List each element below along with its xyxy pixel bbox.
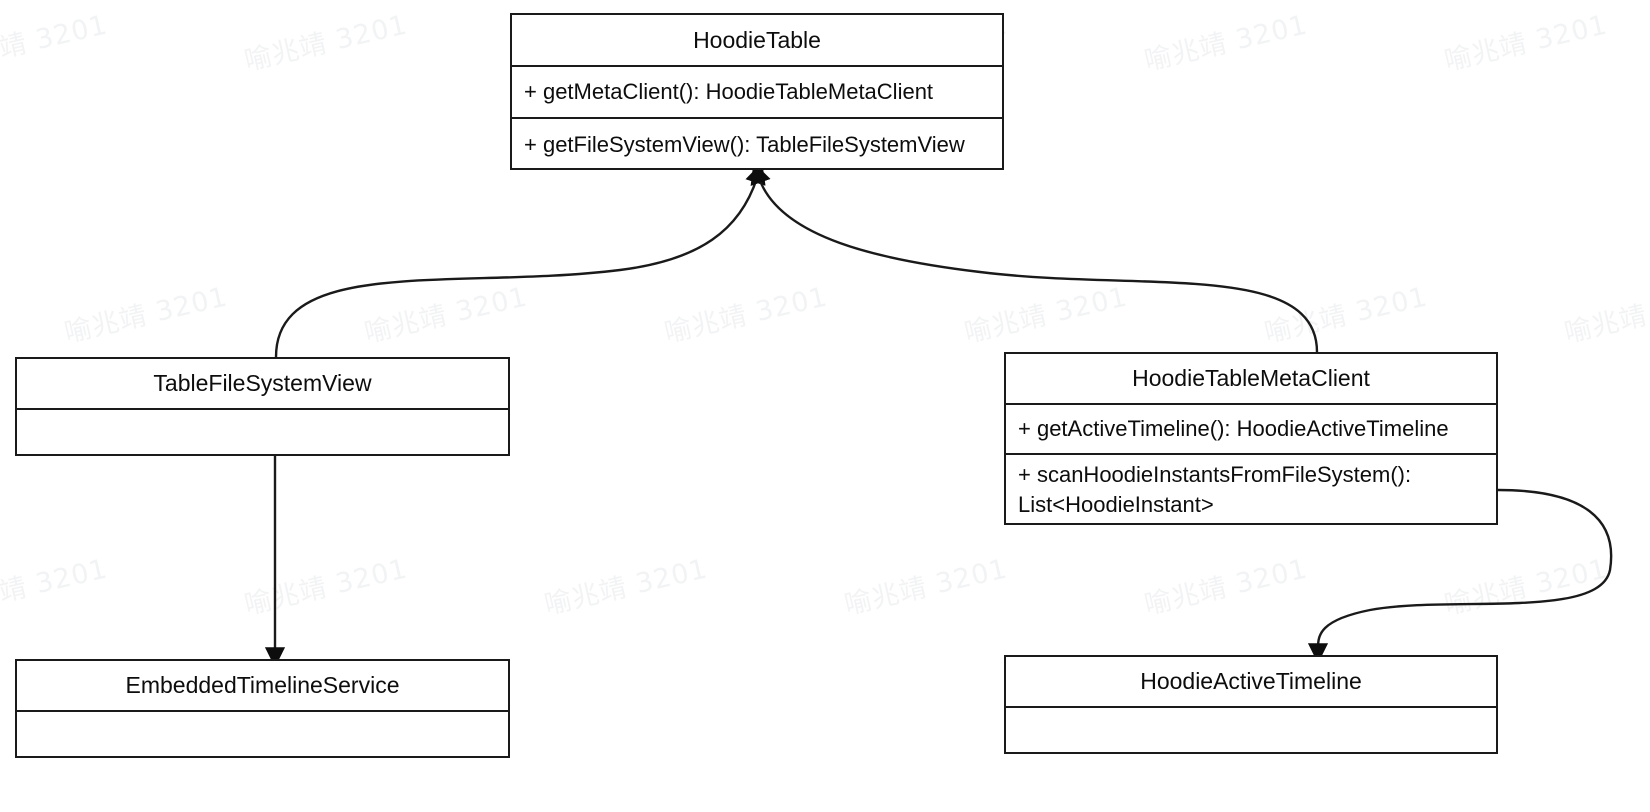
- empty-compartment: [17, 410, 508, 454]
- edge-tfsv-to-hoodietable: [274, 162, 766, 358]
- class-name-embedded-timeline-service: EmbeddedTimelineService: [17, 661, 508, 712]
- class-name-table-file-system-view: TableFileSystemView: [17, 359, 508, 410]
- class-member: + scanHoodieInstantsFromFileSystem(): Li…: [1018, 462, 1412, 517]
- uml-class-hoodie-table-meta-client[interactable]: HoodieTableMetaClient + getActiveTimeline…: [1004, 352, 1498, 525]
- empty-compartment: [17, 712, 508, 756]
- compartment-hoodie-table-0: + getMetaClient(): HoodieTableMetaClient: [512, 67, 1002, 117]
- class-member: + getFileSystemView(): TableFileSystemVi…: [524, 131, 965, 157]
- compartment-hoodie-table-1: + getFileSystemView(): TableFileSystemVi…: [512, 117, 1002, 168]
- uml-class-table-file-system-view[interactable]: TableFileSystemView: [15, 357, 510, 456]
- compartment-table-file-system-view-0: [17, 410, 508, 454]
- edge-metaclient-to-hoodietable: [750, 162, 1319, 353]
- uml-class-hoodie-active-timeline[interactable]: HoodieActiveTimeline: [1004, 655, 1498, 754]
- class-member: + getActiveTimeline(): HoodieActiveTimel…: [1018, 416, 1449, 441]
- empty-compartment: [1006, 708, 1496, 752]
- class-member: + getMetaClient(): HoodieTableMetaClient: [524, 79, 934, 104]
- compartment-hoodie-table-meta-client-0: + getActiveTimeline(): HoodieActiveTimel…: [1006, 405, 1496, 453]
- compartment-embedded-timeline-service-0: [17, 712, 508, 756]
- edge-metaclient-to-active-timeline: [1307, 488, 1613, 664]
- uml-class-embedded-timeline-service[interactable]: EmbeddedTimelineService: [15, 659, 510, 758]
- class-name-hoodie-active-timeline: HoodieActiveTimeline: [1006, 657, 1496, 708]
- class-name-hoodie-table: HoodieTable: [512, 15, 1002, 67]
- compartment-hoodie-active-timeline-0: [1006, 708, 1496, 752]
- compartment-hoodie-table-meta-client-1: + scanHoodieInstantsFromFileSystem(): Li…: [1006, 453, 1496, 523]
- uml-class-hoodie-table[interactable]: HoodieTable + getMetaClient(): HoodieTabl…: [510, 13, 1004, 170]
- class-name-hoodie-table-meta-client: HoodieTableMetaClient: [1006, 354, 1496, 405]
